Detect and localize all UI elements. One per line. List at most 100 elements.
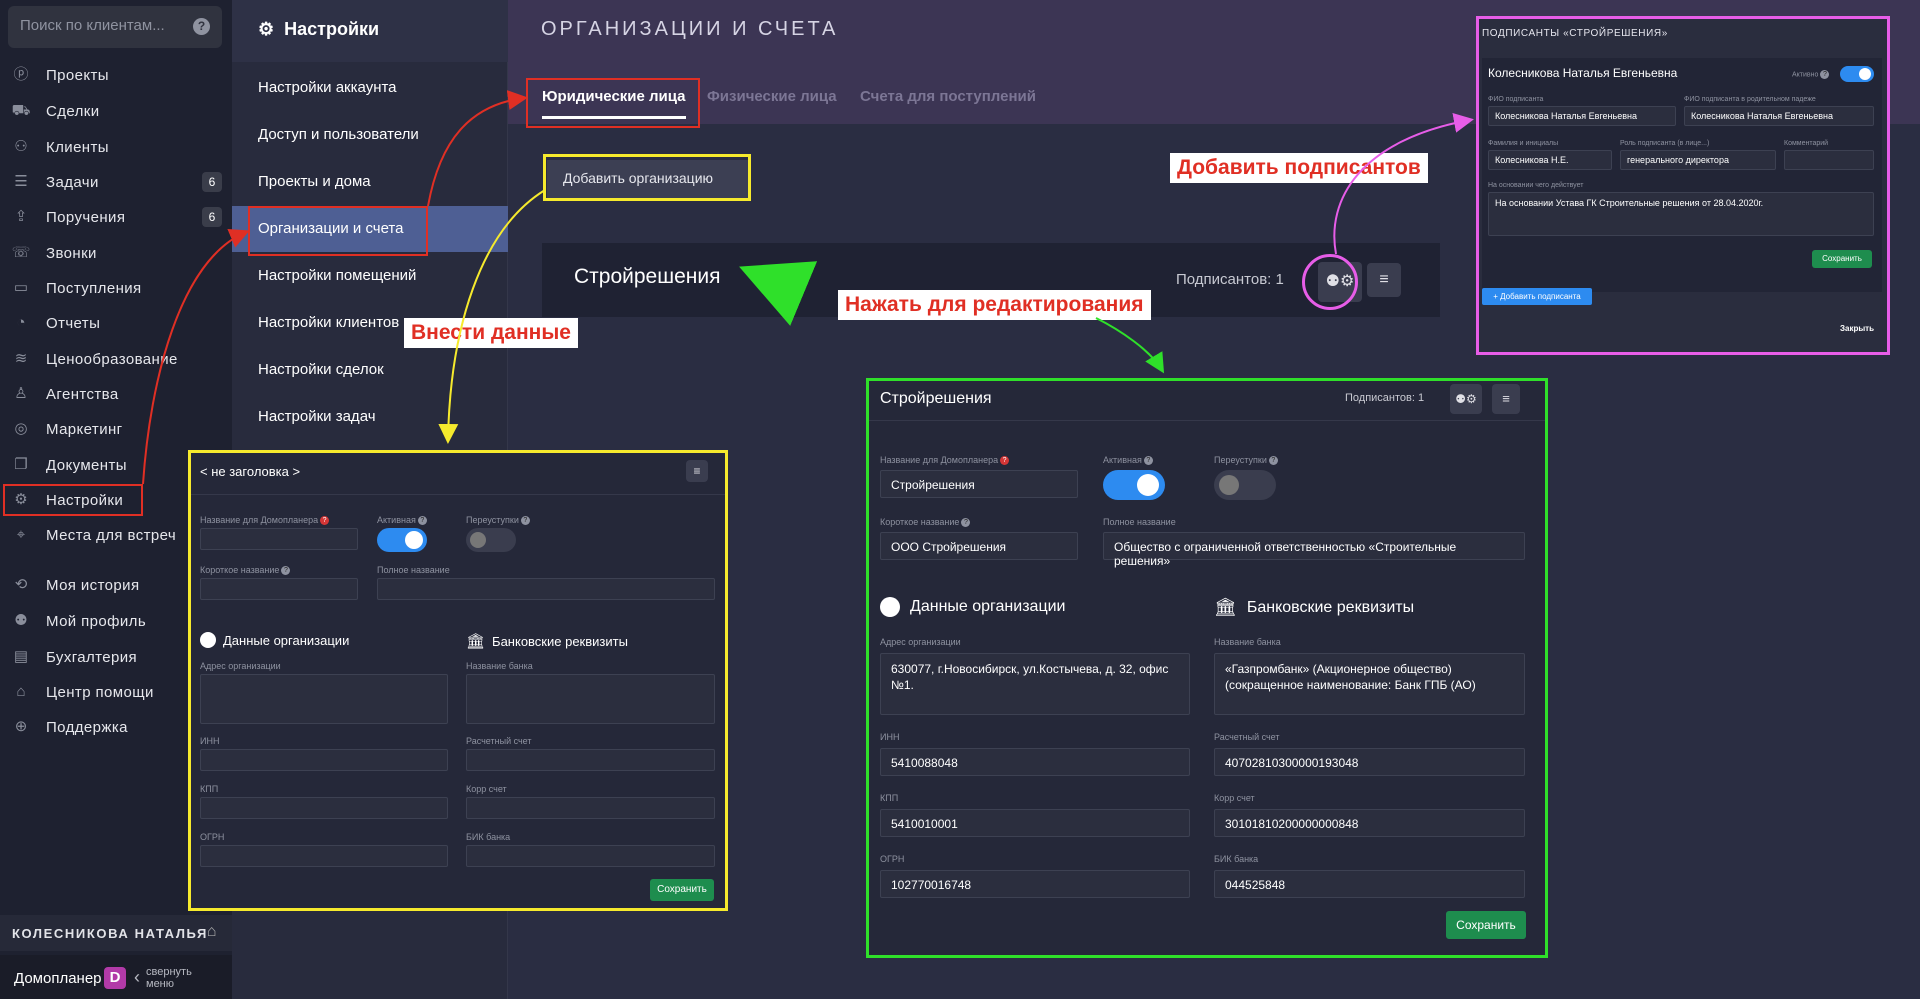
search-input[interactable]: Поиск по клиентам... ? [8,6,222,48]
input-account[interactable] [466,749,715,771]
nav-item-10[interactable]: ◎Маркетинг [0,412,232,446]
nav-icon: ⚇ [14,138,28,155]
input-basis[interactable]: На основании Устава ГК Строительные реше… [1488,192,1874,236]
nav-item-2[interactable]: ⚇Клиенты [0,130,232,164]
assignment-toggle[interactable] [1214,470,1276,500]
nav-item-9[interactable]: ♙Агентства [0,377,232,411]
nav-item-14[interactable]: ⟲Моя история [0,568,232,602]
input-kpp[interactable]: 5410010001 [880,809,1190,837]
label-comment: Комментарий [1784,140,1829,147]
nav-item-16[interactable]: ▤Бухгалтерия [0,640,232,674]
settings-item-4[interactable]: Настройки помещений [258,267,417,284]
add-organization-button[interactable]: Добавить организацию [547,160,749,198]
gear-icon: ⚙ [258,19,275,39]
input-account[interactable]: 40702810300000193048 [1214,748,1525,776]
input-bik[interactable] [466,845,715,867]
input-full-name[interactable] [377,578,715,600]
highlight-signers-button [1302,254,1358,310]
label-fio-genitive: ФИО подписанта в родительном падеже [1684,96,1816,103]
nav-icon: ⌖ [16,526,26,543]
label-basis: На основании чего действует [1488,182,1584,189]
blank-save-button[interactable]: Сохранить [650,879,714,901]
label-short-name: Короткое название? [200,565,291,576]
nav-item-7[interactable]: ◔Отчеты [0,306,232,340]
nav-icon: ⚙ [14,491,28,508]
input-comment[interactable] [1784,150,1874,170]
settings-item-1[interactable]: Доступ и пользователи [258,126,419,143]
input-fio-genitive[interactable]: Колесникова Наталья Евгеньевна [1684,106,1874,126]
nav-label: Поручения [46,208,126,226]
help-icon: ? [417,516,427,526]
input-bank-name[interactable]: «Газпромбанк» (Акционерное общество) (со… [1214,653,1525,715]
nav-item-1[interactable]: ⛟Сделки [0,94,232,128]
tab-individuals[interactable]: Физические лица [707,88,837,105]
assignment-toggle[interactable] [466,528,516,552]
input-full-name[interactable]: Общество с ограниченной ответственностью… [1103,532,1525,568]
nav-item-12[interactable]: ⚙Настройки [0,483,232,517]
input-inn[interactable] [200,749,448,771]
settings-item-7[interactable]: Настройки задач [258,408,376,425]
input-ogrn[interactable] [200,845,448,867]
nav-item-11[interactable]: ❐Документы [0,448,232,482]
nav-icon: ▭ [13,279,29,296]
tab-legal-entities[interactable]: Юридические лица [542,88,686,105]
input-corr[interactable]: 30101810200000000848 [1214,809,1525,837]
nav-label: Места для встреч [46,526,177,544]
settings-item-3[interactable]: Организации и счета [232,206,508,252]
arrow-nav-to-settings [142,229,250,485]
input-fio[interactable]: Колесникова Наталья Евгеньевна [1488,106,1676,126]
menu-icon[interactable]: ≡ [1367,263,1401,297]
settings-item-5[interactable]: Настройки клиентов [258,314,400,331]
settings-item-6[interactable]: Настройки сделок [258,361,384,378]
input-short-name[interactable] [200,578,358,600]
tab-payment-accounts[interactable]: Счета для поступлений [860,88,1036,105]
signer-active-toggle[interactable] [1840,66,1874,82]
active-tab-underline [542,116,686,119]
nav-item-17[interactable]: ⌂Центр помощи [0,675,232,709]
input-corr[interactable] [466,797,715,819]
organization-name[interactable]: Стройрешения [574,265,721,288]
close-button[interactable]: Закрыть [1840,324,1875,333]
filled-menu-icon[interactable]: ≡ [1492,384,1520,414]
input-ogrn[interactable]: 102770016748 [880,870,1190,898]
input-bik[interactable]: 044525848 [1214,870,1525,898]
nav-item-15[interactable]: ⚉Мой профиль [0,604,232,638]
nav-item-13[interactable]: ⌖ Места для встреч [0,518,232,552]
input-address[interactable]: 630077, г.Новосибирск, ул.Костычева, д. … [880,653,1190,715]
filled-signers-icon[interactable]: ⚉⚙ [1450,384,1482,414]
input-short-name[interactable]: ООО Стройрешения [880,532,1078,560]
nav-item-8[interactable]: ≋Ценообразование [0,342,232,376]
settings-item-0[interactable]: Настройки аккаунта [258,79,397,96]
input-bank-name[interactable] [466,674,715,724]
label-full-name: Полное название [377,565,450,575]
settings-item-2[interactable]: Проекты и дома [258,173,371,190]
active-toggle[interactable] [377,528,427,552]
user-name[interactable]: КОЛЕСНИКОВА НАТАЛЬЯ ⌂ [0,915,232,951]
nav-label: Мой профиль [46,612,147,630]
input-name[interactable] [200,528,358,550]
signer-save-button[interactable]: Сохранить [1812,250,1872,268]
chevron-left-icon[interactable]: ‹ [134,967,140,987]
label-name-text: Название для Домопланера [880,455,999,465]
input-initials[interactable]: Колесникова Н.Е. [1488,150,1612,170]
signers-title: ПОДПИСАНТЫ «СТРОЙРЕШЕНИЯ» [1482,28,1668,39]
input-role[interactable]: генерального директора [1620,150,1776,170]
blank-form-menu-icon[interactable]: ≡ [686,460,708,482]
nav-item-5[interactable]: ☏Звонки [0,236,232,270]
input-kpp[interactable] [200,797,448,819]
input-name[interactable]: Стройрешения [880,470,1078,498]
active-toggle[interactable] [1103,470,1165,500]
help-icon[interactable]: ? [193,18,210,35]
nav-label: Центр помощи [46,683,154,701]
input-inn[interactable]: 5410088048 [880,748,1190,776]
nav-item-6[interactable]: ▭Поступления [0,271,232,305]
filled-save-button[interactable]: Сохранить [1446,911,1526,939]
add-signer-button[interactable]: + Добавить подписанта [1482,288,1592,305]
input-address[interactable] [200,674,448,724]
label-assign-text: Переуступки [1214,455,1267,465]
nav-item-18[interactable]: ⊕Поддержка [0,710,232,744]
